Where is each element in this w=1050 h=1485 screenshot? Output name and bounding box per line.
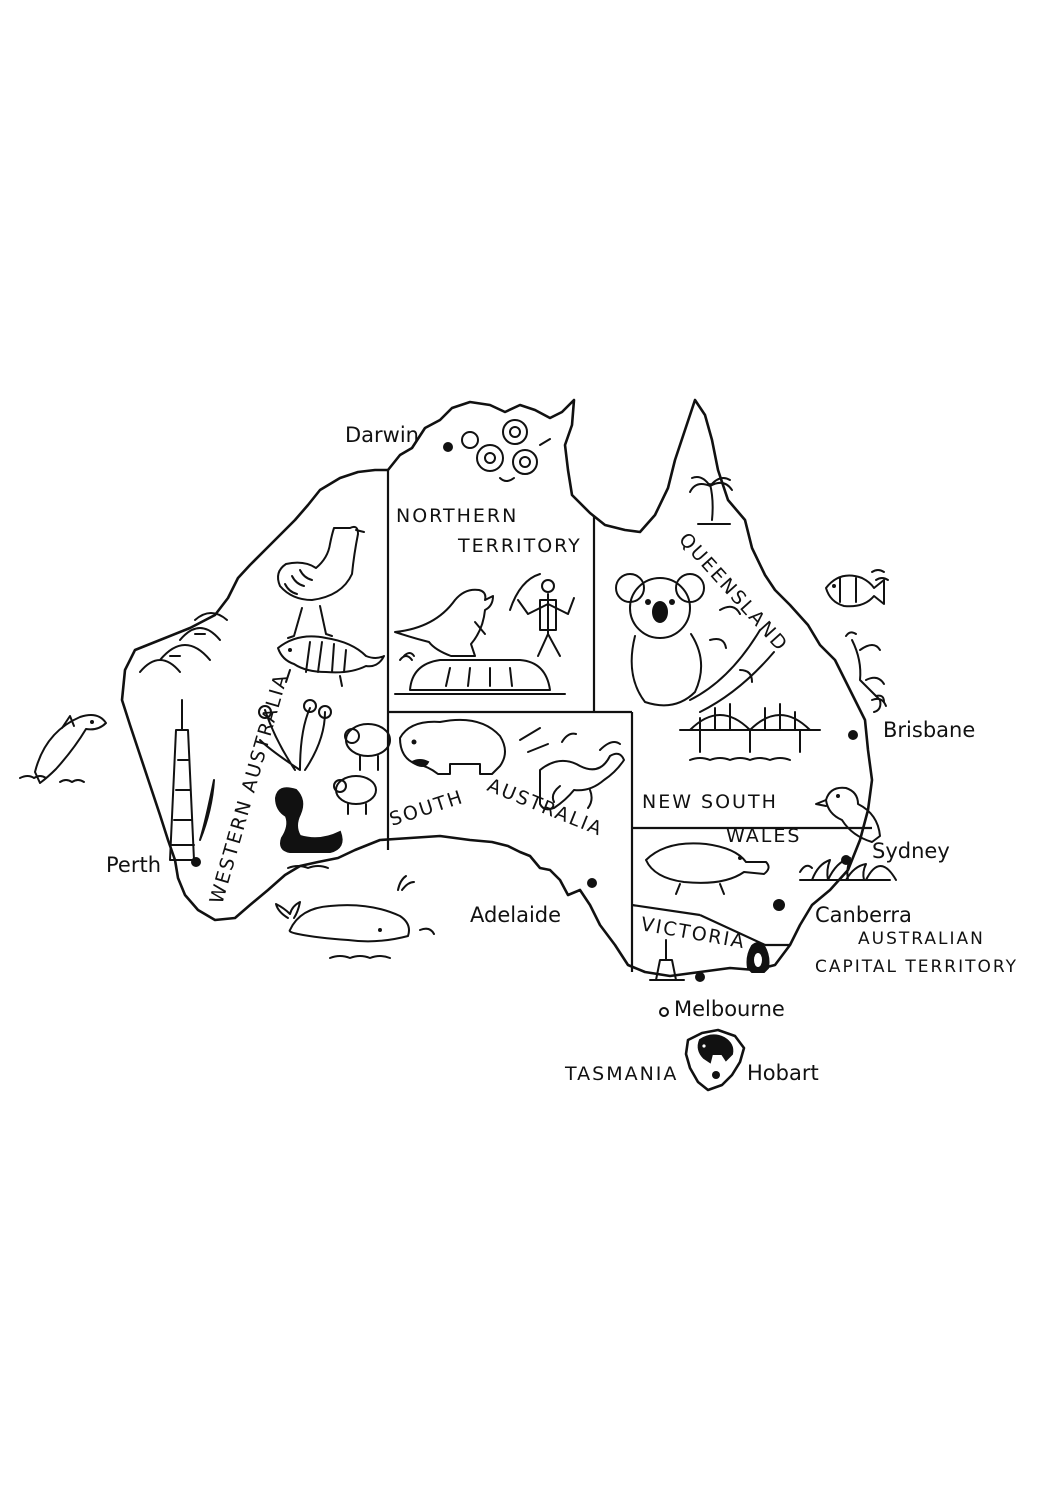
emu-icon xyxy=(277,525,365,639)
bridge-icon xyxy=(679,703,821,761)
mainland-coastline xyxy=(120,398,874,978)
opera-house-icon xyxy=(799,857,897,881)
tasmania-island xyxy=(684,1028,746,1092)
brisbane-dot xyxy=(848,730,858,740)
hobart-label: Hobart xyxy=(747,1061,819,1085)
melbourne-tower-icon xyxy=(649,939,685,981)
kookaburra-icon xyxy=(815,786,881,843)
victoria-label: VICTORIA xyxy=(639,913,747,953)
northern-territory-label-1: NORTHERN xyxy=(396,505,518,527)
northern-territory-label-2: TERRITORY xyxy=(457,535,582,557)
act-label-1: AUSTRALIAN xyxy=(858,929,985,949)
new-south-wales-label-2: WALES xyxy=(726,825,801,847)
adelaide-dot xyxy=(587,878,597,888)
canberra-label: Canberra xyxy=(815,903,912,927)
darwin-dot xyxy=(443,442,453,452)
perth-label: Perth xyxy=(106,853,161,877)
dolphin-icon xyxy=(19,714,107,784)
flowers-icon xyxy=(461,419,551,482)
hobart-dot xyxy=(712,1071,720,1079)
penguin-icon xyxy=(746,942,770,973)
sea-dragon-icon xyxy=(519,727,625,811)
state-borders xyxy=(386,470,872,972)
act-label-2: CAPITAL TERRITORY xyxy=(815,957,1018,977)
western-australia-label: WESTERN AUSTRALIA xyxy=(206,670,293,906)
melbourne-dot xyxy=(695,972,705,982)
black-swan-icon xyxy=(274,787,343,869)
numbat-icon xyxy=(277,635,385,687)
palm-tree-icon xyxy=(689,476,733,525)
hills-icon xyxy=(139,612,228,673)
clownfish-icon xyxy=(825,569,889,608)
platypus-icon xyxy=(645,842,770,895)
wombat-icon xyxy=(399,718,506,775)
tower-icon xyxy=(169,699,215,861)
tasmanian-devil-icon xyxy=(697,1034,734,1064)
brisbane-label: Brisbane xyxy=(883,718,975,742)
canberra-dot xyxy=(773,899,785,911)
melbourne-circle xyxy=(659,1007,669,1017)
new-south-wales-label-1: NEW SOUTH xyxy=(642,791,778,813)
melbourne-label: Melbourne xyxy=(674,997,785,1021)
tasmania-label: TASMANIA xyxy=(564,1063,678,1085)
kangaroo-icon xyxy=(394,588,494,657)
flowering-bush-icon xyxy=(258,699,332,771)
uluru-icon xyxy=(394,652,566,695)
south-australia-label-1: SOUTH xyxy=(387,786,467,831)
sheep-icon xyxy=(333,723,391,815)
aboriginal-figure-icon xyxy=(509,573,575,657)
sydney-label: Sydney xyxy=(872,839,950,863)
coral-icon xyxy=(845,631,887,713)
adelaide-label: Adelaide xyxy=(470,903,561,927)
whale-icon xyxy=(275,875,435,959)
perth-dot xyxy=(191,857,201,867)
darwin-label: Darwin xyxy=(345,423,419,447)
koala-icon xyxy=(615,573,775,713)
